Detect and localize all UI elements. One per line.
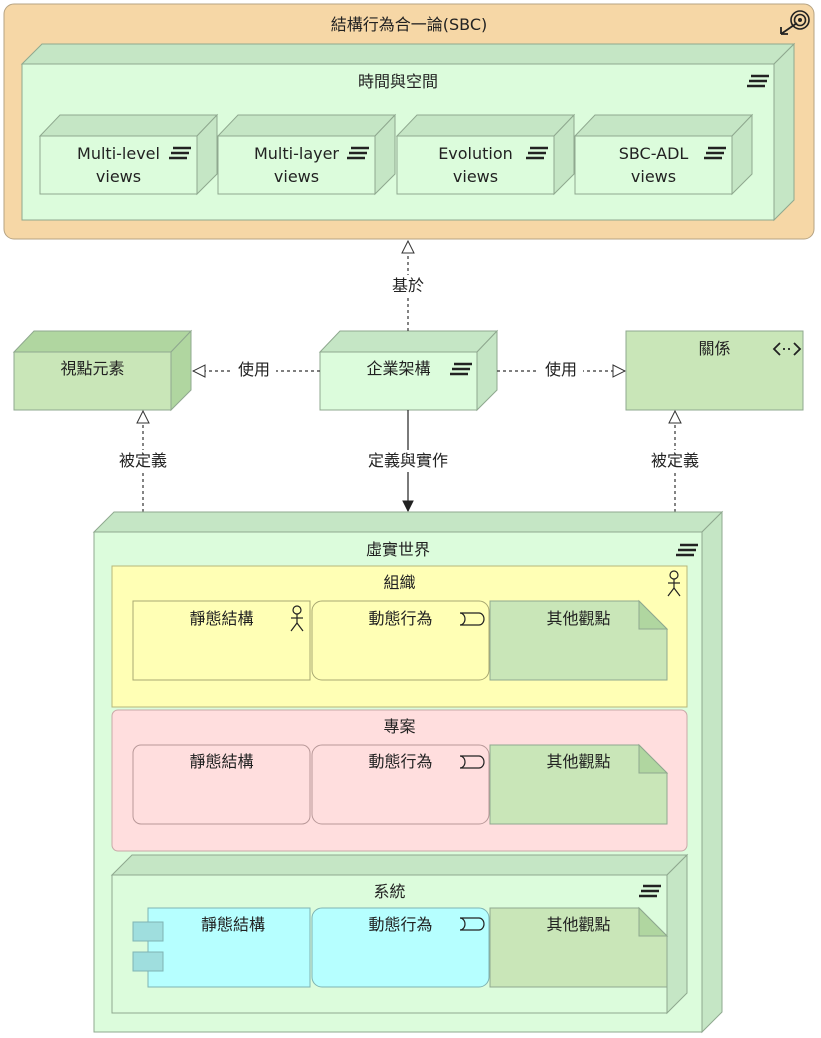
- actor-icon: [667, 570, 681, 597]
- org-static-label: 靜態結構: [189, 609, 254, 628]
- system-title: 系統: [373, 882, 406, 901]
- org-static-structure[interactable]: [132, 600, 311, 681]
- system-dynamic-label: 動態行為: [368, 915, 433, 934]
- project-dynamic-behavior[interactable]: [311, 744, 490, 825]
- artifact-icon: [639, 884, 661, 898]
- org-dynamic-behavior[interactable]: [311, 600, 490, 681]
- system-other-label: 其他觀點: [546, 915, 611, 934]
- project-static-structure[interactable]: [132, 744, 311, 825]
- use-right-label: 使用: [539, 359, 583, 381]
- org-other-viewpoint[interactable]: [489, 599, 669, 681]
- artifact-icon: [347, 146, 369, 160]
- real-world-title: 虛實世界: [365, 540, 430, 559]
- define-implement-label: 定義與實作: [353, 450, 463, 472]
- artifact-icon: [450, 362, 472, 376]
- based-on-label: 基於: [378, 275, 438, 297]
- relationship-icon: [772, 342, 802, 356]
- use-left-label: 使用: [232, 359, 276, 381]
- artifact-icon: [747, 74, 769, 88]
- artifact-icon: [526, 146, 548, 160]
- org-other-label: 其他觀點: [546, 609, 611, 628]
- viewpoint-elements-label: 視點元素: [60, 359, 125, 378]
- system-static-structure[interactable]: [132, 907, 311, 988]
- actor-icon: [290, 605, 304, 632]
- project-dynamic-label: 動態行為: [368, 752, 433, 771]
- system-static-label: 靜態結構: [200, 915, 265, 934]
- view-node-1[interactable]: [38, 113, 219, 196]
- artifact-icon: [676, 543, 698, 557]
- project-static-label: 靜態結構: [189, 752, 254, 771]
- time-space-title: 時間與空間: [357, 72, 438, 91]
- view-node-4[interactable]: [573, 113, 754, 196]
- organization-title: 組織: [383, 573, 416, 592]
- goal-icon: [780, 10, 810, 35]
- event-icon: [459, 612, 485, 626]
- sbc-title: 結構行為合一論(SBC): [330, 15, 488, 34]
- viewpoint-elements-node[interactable]: [12, 329, 193, 412]
- artifact-icon: [169, 146, 191, 160]
- view-node-2[interactable]: [216, 113, 397, 196]
- defined-right-label: 被定義: [640, 450, 710, 472]
- enterprise-architecture-label: 企業架構: [366, 359, 431, 378]
- org-dynamic-label: 動態行為: [368, 609, 433, 628]
- project-other-label: 其他觀點: [546, 752, 611, 771]
- relationship-label: 關係: [698, 339, 731, 358]
- relationship-node[interactable]: [625, 330, 804, 411]
- defined-left-label: 被定義: [108, 450, 178, 472]
- system-other-viewpoint[interactable]: [489, 906, 669, 988]
- view-node-3[interactable]: [395, 113, 576, 196]
- event-icon: [459, 755, 485, 769]
- artifact-icon: [704, 146, 726, 160]
- project-other-viewpoint[interactable]: [489, 743, 669, 825]
- system-dynamic-behavior[interactable]: [311, 907, 490, 988]
- event-icon: [459, 917, 485, 931]
- project-title: 專案: [383, 717, 416, 736]
- enterprise-architecture-node[interactable]: [318, 329, 499, 412]
